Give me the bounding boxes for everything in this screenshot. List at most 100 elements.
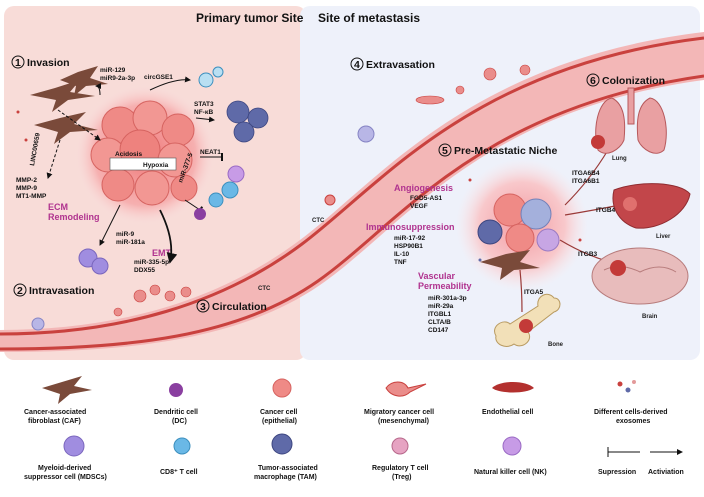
label-ecm: ECM — [48, 202, 68, 212]
svg-text:Dendritic cell: Dendritic cell — [154, 409, 198, 416]
svg-text:Circulation: Circulation — [212, 301, 267, 313]
label-itga6b4: ITGA6B4 — [572, 170, 600, 177]
label-mir-17-92: miR-17-92 — [394, 235, 425, 242]
svg-text:6: 6 — [590, 75, 596, 87]
label-angiogenesis: Angiogenesis — [394, 183, 453, 193]
svg-text:2: 2 — [17, 285, 23, 297]
label-mmp2: MMP-2 — [16, 177, 37, 184]
liver: Liver — [612, 183, 691, 240]
label-vegf: VEGF — [410, 203, 428, 210]
step-circulation: 3 Circulation — [196, 299, 267, 313]
label-neat1: NEAT1 — [200, 149, 221, 156]
label-nfkb: NF-κB — [194, 109, 213, 116]
step-intravasation: 2 Intravasation — [13, 283, 94, 297]
label-clta: CLTA/B — [428, 319, 451, 326]
label-itga6b1: ITGA6B1 — [572, 178, 600, 185]
label-mir9-2a: miR9-2a-3p — [100, 75, 135, 82]
svg-text:(Treg): (Treg) — [392, 474, 411, 481]
legend-migratory-cell-icon — [385, 381, 427, 397]
legend-cancer-cell-icon — [272, 378, 292, 398]
label-mmp9: MMP-9 — [16, 185, 37, 192]
label-mir-29a: miR-29a — [428, 303, 454, 310]
label-remodeling: Remodeling — [48, 212, 100, 222]
svg-text:CD8⁺ T cell: CD8⁺ T cell — [160, 469, 198, 476]
label-mir-129: miR-129 — [100, 67, 126, 74]
cd8-cells — [198, 66, 239, 208]
tam-cluster — [226, 100, 269, 143]
svg-text:Migratory cancer cell: Migratory cancer cell — [364, 409, 434, 416]
metastasis-title: Site of metastasis — [318, 11, 420, 25]
label-mir-335: miR-335-5p — [134, 259, 169, 266]
legend-nk-icon — [502, 436, 522, 456]
bone: Bone — [494, 293, 564, 348]
label-itgb4: ITGB4 — [596, 207, 616, 214]
svg-text:1: 1 — [15, 57, 21, 69]
svg-text:Different cells-derived: Different cells-derived — [594, 409, 668, 416]
step-colonization: 6 Colonization — [586, 73, 665, 87]
label-permeability: Permeability — [418, 281, 472, 291]
svg-text:Brain: Brain — [642, 314, 658, 320]
svg-text:Extravasation: Extravasation — [366, 59, 435, 71]
svg-text:fibroblast (CAF): fibroblast (CAF) — [28, 418, 81, 425]
svg-text:macrophage (TAM): macrophage (TAM) — [254, 474, 317, 481]
svg-text:(epithelial): (epithelial) — [262, 418, 297, 425]
svg-text:Intravasation: Intravasation — [29, 285, 94, 297]
svg-text:Endothelial cell: Endothelial cell — [482, 409, 533, 416]
svg-text:3: 3 — [200, 301, 206, 313]
label-itga5: ITGA5 — [524, 289, 544, 296]
label-tnf: TNF — [394, 259, 407, 266]
step-pre-metastatic-niche: 5 Pre-Metastatic Niche — [438, 143, 557, 157]
primary-tumor — [73, 83, 217, 227]
svg-text:Lung: Lung — [612, 156, 627, 162]
svg-text:5: 5 — [442, 145, 448, 157]
svg-text:(DC): (DC) — [172, 418, 187, 425]
legend-cd8-icon — [173, 437, 191, 455]
caf-cluster — [30, 66, 108, 144]
nk-cell — [227, 165, 245, 183]
svg-text:(mesenchymal): (mesenchymal) — [378, 418, 429, 425]
brain: Brain — [591, 247, 689, 320]
step-invasion: 1 Invasion — [11, 55, 70, 69]
label-hsp90b1: HSP90B1 — [394, 243, 423, 250]
legend-mdsc-icon — [63, 435, 85, 457]
label-vascular: Vascular — [418, 271, 456, 281]
svg-text:Cancer cell: Cancer cell — [260, 409, 297, 416]
lung: Lung — [591, 87, 667, 162]
svg-text:Pre-Metastatic Niche: Pre-Metastatic Niche — [454, 145, 557, 157]
svg-text:suppressor cell (MDSCs): suppressor cell (MDSCs) — [24, 474, 107, 481]
step-extravasation: 4 Extravasation — [350, 57, 435, 71]
legend-dc-icon — [169, 383, 183, 397]
svg-text:Natural killer cell (NK): Natural killer cell (NK) — [474, 469, 547, 476]
svg-text:Colonization: Colonization — [602, 75, 665, 87]
blood-vessel — [0, 32, 704, 352]
legend-endothelial-icon — [492, 382, 534, 393]
mdsc-cells — [78, 248, 109, 275]
label-immunosuppression: Immunosuppression — [366, 222, 455, 232]
svg-text:Bone: Bone — [548, 342, 564, 348]
label-itgb3: ITGB3 — [578, 251, 598, 258]
svg-text:exosomes: exosomes — [616, 418, 650, 425]
acidosis-hypoxia-label: Acidosis Hypoxia — [109, 151, 177, 171]
svg-text:Tumor-associated: Tumor-associated — [258, 465, 318, 472]
svg-text:Invasion: Invasion — [27, 57, 70, 69]
svg-text:4: 4 — [354, 59, 360, 71]
label-emt: EMT — [152, 248, 172, 258]
svg-text:Regulatory T cell: Regulatory T cell — [372, 465, 428, 472]
label-mir-301a: miR-301a-3p — [428, 295, 467, 302]
svg-text:Cancer-associated: Cancer-associated — [24, 409, 86, 416]
svg-text:Activiation: Activiation — [648, 469, 684, 476]
label-ctc-1: CTC — [258, 286, 271, 292]
legend-caf-icon — [42, 376, 92, 404]
label-mt1mmp: MT1-MMP — [16, 193, 47, 200]
legend-exosome-icon — [617, 380, 636, 393]
label-circgse1: circGSE1 — [144, 74, 173, 81]
legend-treg-icon — [391, 437, 409, 455]
exosome-dots — [16, 110, 582, 262]
legend-suppression-icon — [607, 447, 640, 457]
label-mir-181a: miR-181a — [116, 239, 145, 246]
legend: Cancer-associated fibroblast (CAF) Dendr… — [24, 376, 684, 481]
label-stat3: STAT3 — [194, 101, 214, 108]
svg-text:Acidosis: Acidosis — [115, 151, 142, 158]
legend-tam-icon — [271, 433, 293, 455]
